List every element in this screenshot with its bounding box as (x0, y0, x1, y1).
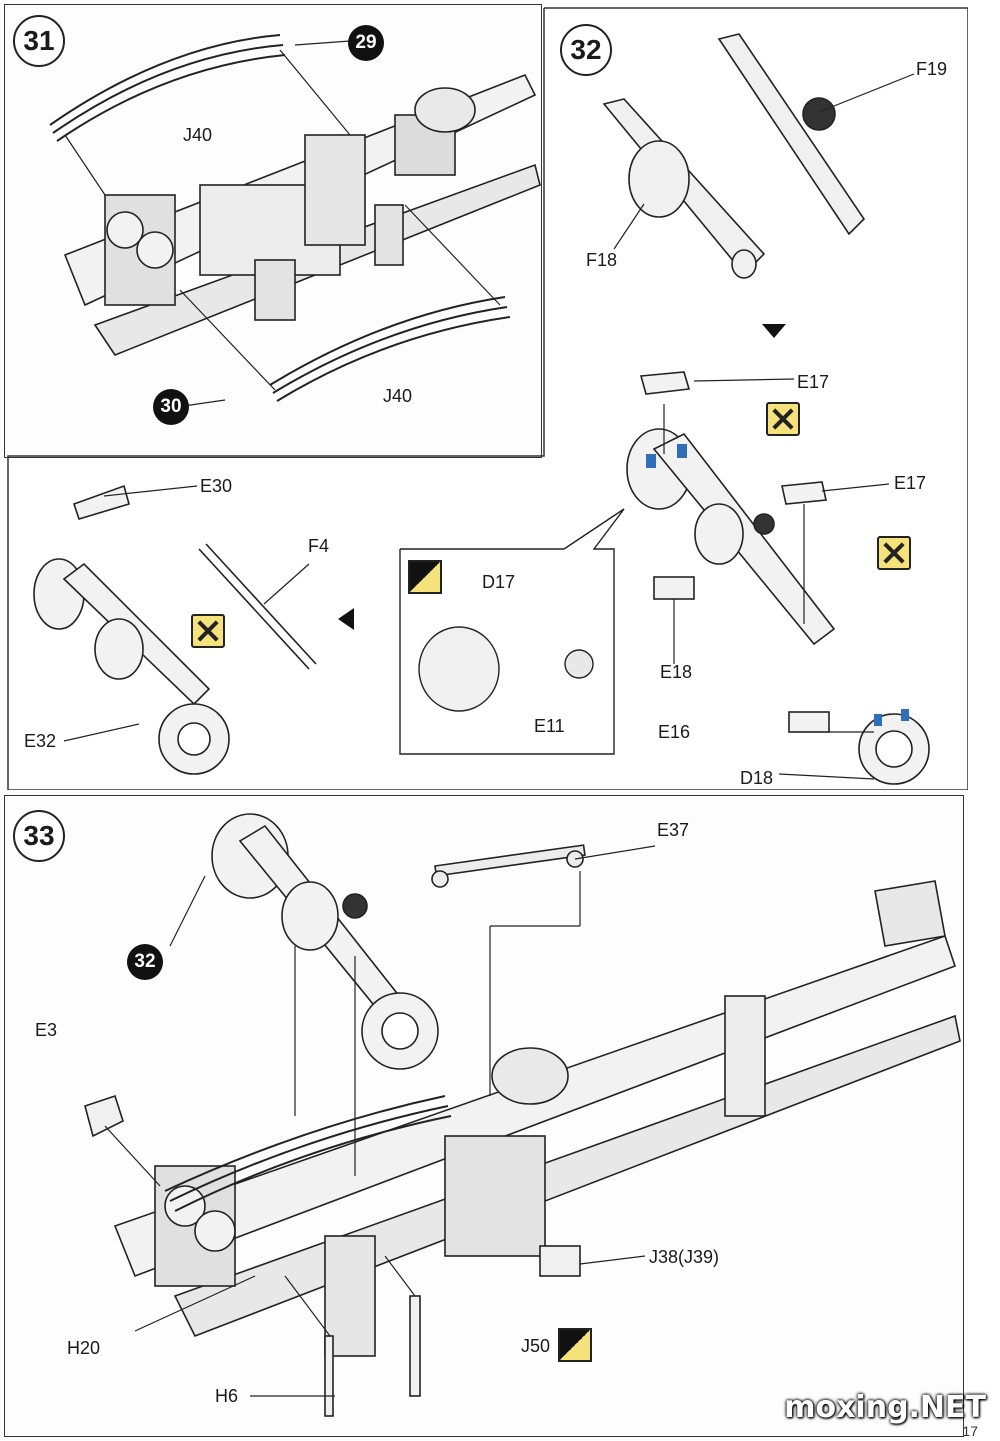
label-h20: H20 (67, 1338, 101, 1358)
step-33-panel: 33 32 E37 E3 J38(J39) H20 J50 H6 (4, 795, 964, 1437)
label-e3: E3 (35, 1020, 58, 1040)
step-33-artwork (84, 813, 961, 1417)
label-j50: J50 (521, 1336, 551, 1356)
label-f18: F18 (586, 250, 618, 270)
ref-step-29: 29 (348, 25, 384, 61)
step-number-31: 31 (13, 15, 65, 67)
step-32-artwork (7, 7, 968, 790)
step-number-32: 32 (560, 24, 612, 76)
label-e18: E18 (660, 662, 693, 682)
cement-icon-j50 (558, 1328, 592, 1362)
label-f4: F4 (308, 536, 330, 556)
label-e32: E32 (24, 731, 57, 751)
ref-step-32: 32 (127, 944, 163, 980)
cement-icon-detail (408, 560, 442, 594)
no-cement-icon-top (766, 402, 800, 436)
label-d18: D18 (740, 768, 774, 788)
label-f19: F19 (916, 59, 948, 79)
label-e17-right: E17 (894, 473, 927, 493)
no-cement-icon-left (191, 614, 225, 648)
left-arrow-icon (338, 608, 354, 630)
label-e11: E11 (534, 716, 565, 736)
label-j38-j39: J38(J39) (649, 1247, 720, 1267)
step-31-panel: 31 29 30 J40 J40 (4, 4, 542, 458)
label-e16: E16 (658, 722, 691, 742)
label-e37: E37 (657, 820, 690, 840)
label-e30: E30 (200, 476, 233, 496)
watermark-logo: moxing.NET (784, 1390, 986, 1425)
no-cement-icon-right (877, 536, 911, 570)
label-j40-top: J40 (183, 125, 213, 145)
ref-step-30: 30 (153, 389, 189, 425)
label-d17: D17 (482, 572, 516, 592)
label-h6: H6 (215, 1386, 239, 1406)
label-e17-top: E17 (797, 372, 830, 392)
step-32-panel: 32 F19 F18 E17 E17 E18 E16 D18 D17 E11 E… (4, 4, 968, 790)
step-31-artwork (49, 34, 541, 409)
page-number: 17 (962, 1423, 978, 1439)
step-number-33: 33 (13, 810, 65, 862)
down-arrow-icon (762, 324, 786, 338)
label-j40-bottom: J40 (383, 386, 413, 406)
